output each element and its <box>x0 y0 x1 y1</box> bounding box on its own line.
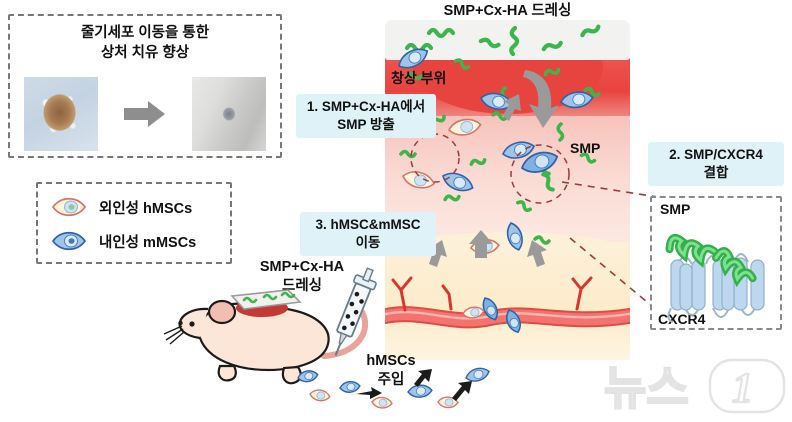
mmsc-in-vessel <box>482 297 521 334</box>
step-1-line1: 1. SMP+Cx-HA에서 <box>306 99 426 115</box>
smp-label: SMP <box>570 140 601 156</box>
photo-title-line1: 줄기세포 이동을 통한 <box>80 25 210 41</box>
mouse-legs <box>217 364 302 385</box>
news1-watermark: 뉴스 1 <box>603 358 790 418</box>
blood-vessel <box>385 276 630 334</box>
svg-text:1: 1 <box>732 366 753 412</box>
receptor-connector-lines <box>561 181 665 317</box>
cxcr4-receptor-panel: SMP CXCR4 <box>650 196 782 330</box>
step-1-line2: SMP 방출 <box>337 117 395 132</box>
wound-site-label: 창상 부위 <box>391 70 447 86</box>
hmsc-in-vessel <box>462 306 485 319</box>
transmembrane-helix <box>670 257 765 311</box>
hmsc-cell-icon <box>51 195 87 219</box>
mouse-dressing-patch <box>230 289 302 310</box>
hmsc-injection-line2: 주입 <box>377 371 405 388</box>
syringe-cells <box>342 291 364 331</box>
hmsc-trail-cell <box>309 389 459 409</box>
mouse-dressing-line2: 드레싱 <box>281 277 323 294</box>
trail-arrow-icon <box>356 369 472 401</box>
receptor-structure-diagram <box>665 233 765 323</box>
step-3-line2: 이동 <box>355 235 381 250</box>
mouse-ear <box>207 299 237 325</box>
mmsc-trail-cell <box>297 367 490 398</box>
smp-peptide-scatter <box>399 58 601 245</box>
smp-release-arrow-icon <box>523 70 559 128</box>
cell-migration-trail <box>297 367 490 409</box>
watermark-text: 뉴스 <box>604 362 689 414</box>
hmsc-injection-label: hMSCs 주입 <box>352 352 430 390</box>
cell-type-legend-panel: 외인성 hMSCs 내인성 mMSCs <box>36 182 232 264</box>
mouse-tail <box>321 309 369 359</box>
bound-mmsc-cell <box>520 151 559 173</box>
photo-title-line2: 상처 치유 향상 <box>100 44 190 61</box>
capillary-branch <box>391 276 593 312</box>
mouse-whiskers <box>163 325 185 345</box>
smp-helix-ribbon <box>665 233 757 288</box>
wound-healing-photo-panel: 줄기세포 이동을 통한 상처 치유 향상 <box>8 14 282 158</box>
step-2-line1: 2. SMP/CXCR4 <box>669 147 763 163</box>
dressing-title: SMP+Cx-HA 드레싱 <box>443 3 572 19</box>
subcutis-layer <box>385 232 630 360</box>
mouse-illustration <box>163 289 369 385</box>
step-2-callout: 2. SMP/CXCR4 결합 <box>648 142 784 186</box>
wound-before-photo <box>24 77 98 151</box>
syringe-icon <box>334 267 377 357</box>
cell-population <box>398 48 594 267</box>
mouse-nose <box>178 320 183 326</box>
wound-after-photo <box>192 77 266 151</box>
receptor-smp-label: SMP <box>660 201 691 217</box>
step-3-line1: 3. hMSC&mMSC <box>315 217 421 233</box>
legend-label-mmsc: 내인성 mMSCs <box>99 234 197 251</box>
right-arrow-icon <box>124 99 166 129</box>
legend-item-hmsc: 외인성 hMSCs <box>51 192 227 222</box>
legend-item-mmsc: 내인성 mMSCs <box>51 226 227 256</box>
watermark-badge: 1 <box>708 358 786 414</box>
step-1-callout: 1. SMP+Cx-HA에서 SMP 방출 <box>296 94 436 138</box>
hmsc-injection-line1: hMSCs <box>366 353 416 369</box>
photo-comparison-row <box>10 74 280 154</box>
mouse-eye <box>189 321 195 327</box>
photo-panel-title: 줄기세포 이동을 통한 상처 치유 향상 <box>10 24 280 63</box>
step-2-line2: 결합 <box>703 165 729 180</box>
mmsc-cell <box>398 48 594 251</box>
mouse-dressing-line1: SMP+Cx-HA <box>259 259 345 275</box>
highlight-circle-mmsc <box>510 144 570 204</box>
mmsc-cell-icon <box>51 229 87 253</box>
mouse-dressing-title: SMP+Cx-HA 드레싱 <box>238 258 366 296</box>
legend-label-hmsc: 외인성 hMSCs <box>99 200 193 217</box>
step-3-callout: 3. hMSC&mMSC 이동 <box>300 212 436 256</box>
